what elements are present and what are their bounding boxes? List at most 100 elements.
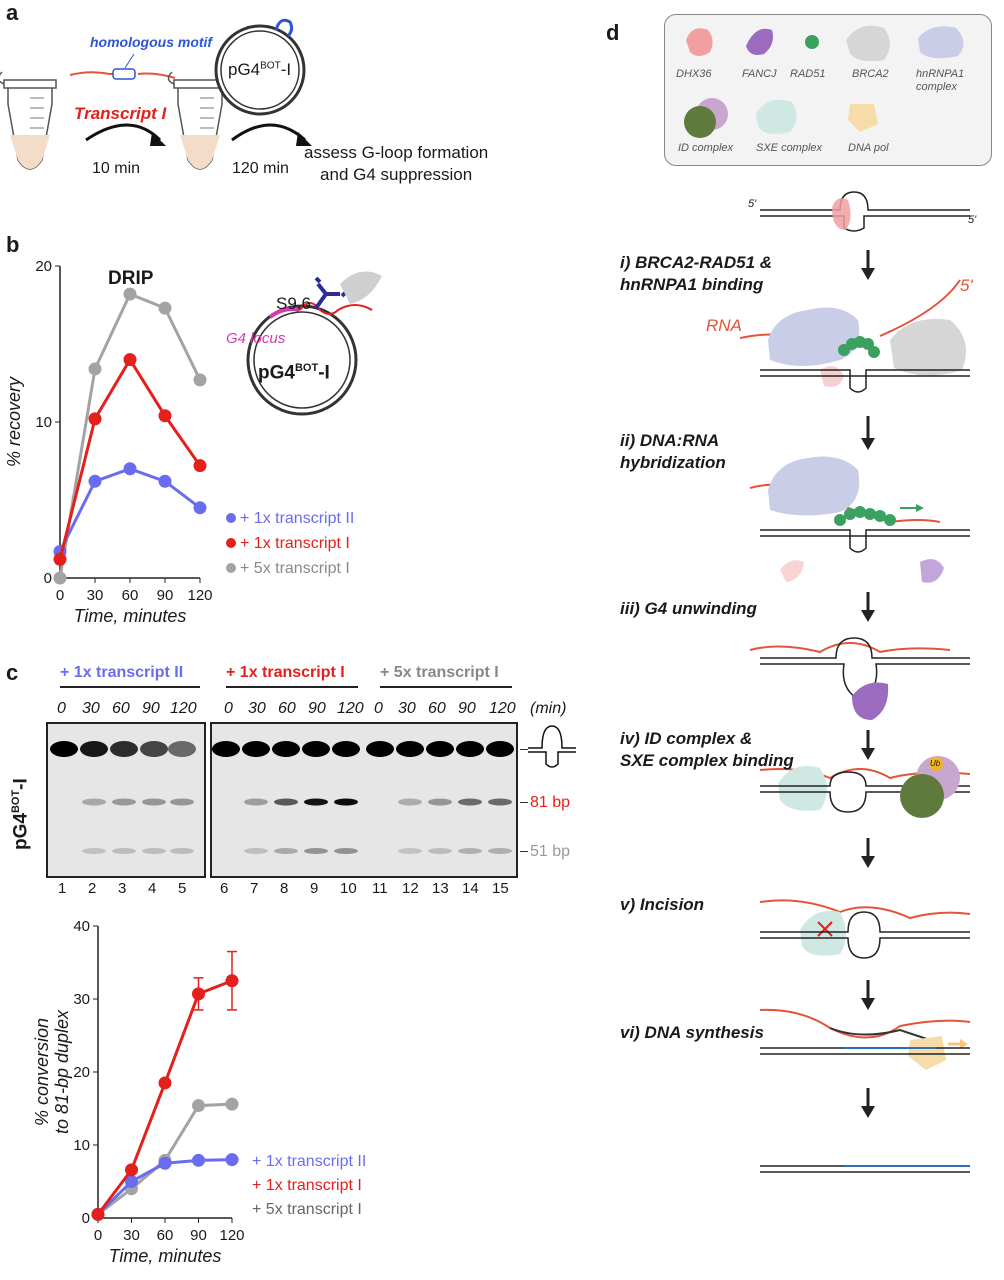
drip-title: DRIP (108, 268, 154, 289)
protein-legend-icons (684, 25, 964, 138)
g4-locus-label: G4 locus (226, 330, 286, 347)
gel-band-substrate (272, 741, 300, 757)
legend-label-id: ID complex (678, 142, 734, 154)
step-iv-label: iv) ID complex & SXE complex binding (620, 729, 794, 770)
gel-bands (50, 741, 514, 854)
arrow-down-icon (861, 730, 875, 760)
panel-a-letter: a (6, 0, 19, 25)
x-tick-label: 30 (123, 1227, 140, 1244)
y-tick-label: 0 (44, 570, 52, 587)
time-label-10min: 10 min (92, 160, 141, 177)
id-complex-icon (684, 98, 728, 138)
sxe-complex-icon (756, 99, 797, 134)
gel-group-label-2: + 1x transcript I (226, 664, 345, 681)
stage-vi (759, 1008, 971, 1070)
data-point (193, 459, 207, 473)
x-tick-label: 60 (157, 1227, 174, 1244)
y-tick-label: 10 (73, 1137, 90, 1154)
hnrnpa1-icon (918, 26, 964, 59)
five-prime-label-1: 5' (748, 198, 757, 210)
five-prime-label-2: 5' (968, 214, 977, 226)
gel-band-81bp (274, 798, 298, 806)
y-tick-label: 40 (73, 918, 90, 935)
data-point (158, 409, 172, 423)
plasmid-b-label: pG4BOT-I (258, 362, 330, 384)
gel-band-substrate (332, 741, 360, 757)
s96-label: S9.6 (276, 294, 311, 313)
data-point (88, 412, 102, 426)
data-point (125, 1163, 138, 1177)
legend-label-rad51: RAD51 (790, 68, 826, 80)
data-point (123, 353, 137, 367)
gel-band-51bp (112, 848, 136, 854)
y-tick-label: 10 (35, 414, 52, 431)
panel-c-letter: c (6, 660, 19, 685)
data-point (192, 1153, 205, 1167)
gel-band-81bp (458, 798, 482, 806)
transcript-label: Transcript I (74, 104, 167, 123)
y-axis-label: % conversionto 81-bp duplex (32, 1009, 72, 1134)
data-point (193, 501, 207, 515)
data-point (53, 552, 67, 566)
gel-band-substrate (396, 741, 424, 757)
plasmid-icon (214, 18, 306, 116)
gel-band-51bp (458, 848, 482, 854)
drip-schematic (246, 271, 382, 416)
rad51-icon (805, 35, 819, 49)
gel-band-81bp (304, 798, 328, 806)
gel-band-substrate (212, 741, 240, 757)
five-prime-label-3: 5' (960, 276, 973, 295)
gel-band-81bp (334, 798, 358, 806)
arrow-down-icon (861, 980, 875, 1010)
brca2-icon (846, 25, 890, 62)
gel-band-81bp (488, 798, 512, 806)
data-point (123, 287, 137, 301)
data-point (53, 571, 67, 585)
data-point (193, 373, 207, 387)
gel-group-label-1: + 1x transcript II (60, 664, 184, 681)
x-tick-label: 90 (157, 587, 174, 604)
data-point (225, 974, 239, 988)
gel-band-81bp (170, 798, 194, 806)
gel-band-81bp (428, 798, 452, 806)
homologous-motif-label: homologous motif (90, 34, 213, 50)
legend-item: + 1x transcript I (252, 1177, 362, 1194)
data-point (158, 301, 172, 315)
legend-item: + 1x transcript I (226, 531, 354, 556)
legend-item: + 5x transcript I (252, 1201, 362, 1218)
panel-d-letter: d (606, 20, 620, 45)
data-point (88, 474, 102, 488)
gel-band-substrate (242, 741, 270, 757)
gel-band-51bp (428, 848, 452, 854)
gel-band-81bp (244, 798, 268, 806)
dna-pol-icon (848, 104, 878, 132)
assess-label: assess G-loop formation and G4 suppressi… (304, 143, 489, 184)
data-point (192, 1099, 205, 1113)
plasmid-label: pG4BOT-I (228, 60, 292, 79)
stage-initial (760, 191, 970, 232)
legend-label-dhx36: DHX36 (676, 68, 712, 80)
step-iii-label: iii) G4 unwinding (620, 599, 757, 618)
stage-v (759, 899, 971, 959)
band-51-label: 51 bp (530, 843, 571, 860)
x-tick-label: 60 (122, 587, 139, 604)
gel-band-substrate (302, 741, 330, 757)
y-tick-label: 20 (35, 258, 52, 275)
scissors-icon (817, 921, 833, 937)
gel-band-substrate (50, 741, 78, 757)
y-tick-label: 0 (82, 1210, 90, 1227)
step-vi-label: vi) DNA synthesis (620, 1023, 764, 1042)
data-point (225, 1097, 239, 1111)
gel-band-51bp (334, 848, 358, 854)
gel-band-substrate (456, 741, 484, 757)
y-tick-label: 30 (73, 991, 90, 1008)
stage-final (760, 1165, 970, 1173)
data-point (192, 987, 205, 1001)
gel-band-81bp (142, 798, 166, 806)
gel-band-51bp (142, 848, 166, 854)
rna-label: RNA (706, 316, 742, 335)
mechanism-diagram (740, 191, 971, 1173)
legend-label-dnapol: DNA pol (848, 142, 889, 154)
stage-iii (749, 637, 970, 720)
x-axis-label: Time, minutes (109, 1246, 222, 1266)
